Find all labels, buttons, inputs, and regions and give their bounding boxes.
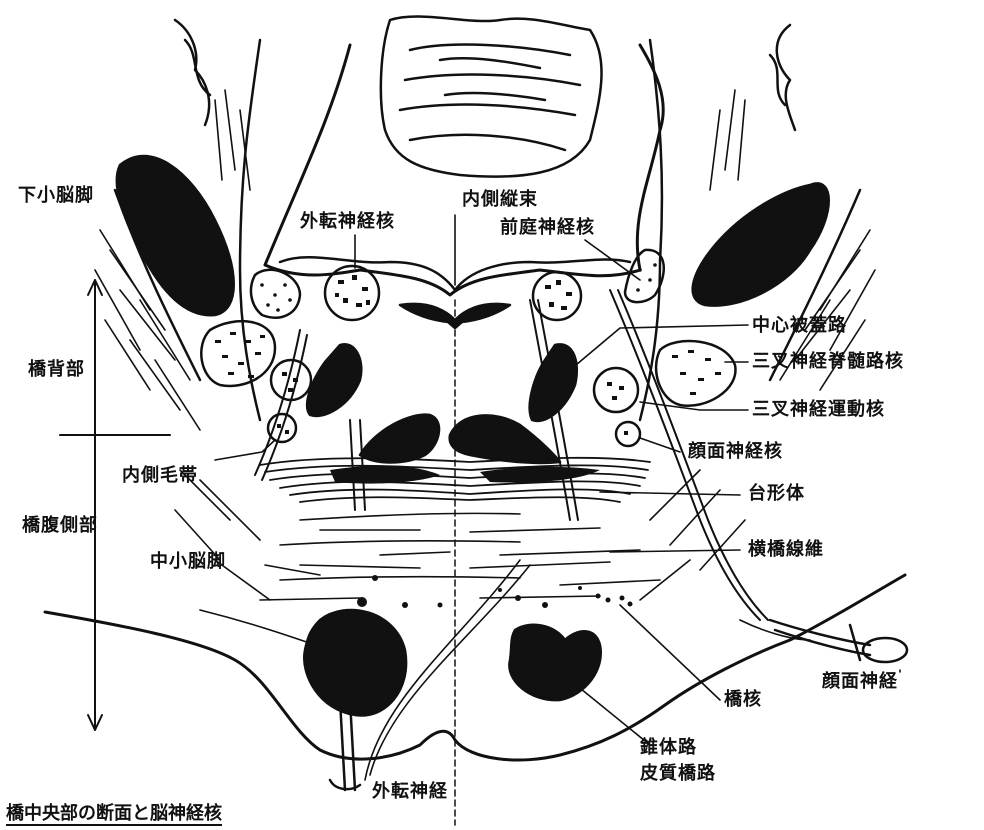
figure-caption: 橋中央部の断面と脳神経核 — [6, 804, 222, 826]
nucleus-texture — [215, 263, 721, 435]
abducens-nucleus-left — [325, 266, 379, 320]
label-abducens-nucleus: 外転神経核 — [300, 212, 395, 232]
spinal-trigeminal-nucleus-left — [201, 321, 275, 386]
label-transverse-pontine-fibers: 横橋線維 — [748, 540, 824, 560]
extent-arrow — [60, 280, 170, 730]
label-vestibular-nucleus: 前庭神経核 — [500, 218, 595, 238]
central-tegmental-tract-left — [307, 344, 361, 416]
label-medial-lemniscus: 内側毛帯 — [122, 466, 198, 486]
label-corticopontine-tract: 皮質橋路 — [640, 764, 716, 784]
medial-lemniscus-right — [450, 415, 560, 463]
pyramidal-tract-right — [509, 625, 600, 700]
transverse-pontine-fibers — [260, 513, 660, 600]
label-pontine-base: 橋腹側部 — [22, 516, 98, 536]
inferior-cerebellar-peduncle-left — [117, 156, 234, 315]
label-trigeminal-motor-nucleus: 三叉神経運動核 — [752, 400, 885, 420]
label-facial-nerve: 顔面神経 — [822, 672, 898, 692]
label-abducens-nerve: 外転神経 — [372, 782, 448, 802]
fiber-hatching — [95, 90, 875, 600]
spinal-trigeminal-nucleus-right — [656, 341, 735, 406]
ventral-contour-inner — [200, 610, 330, 650]
label-pontine-tegmentum: 橋背部 — [28, 360, 85, 380]
cerebellum-folia — [175, 16, 795, 176]
trigeminal-motor-nucleus-right — [594, 368, 638, 412]
label-inferior-cerebellar-peduncle: 下小脳脚 — [18, 186, 94, 206]
label-pontine-nuclei: 橋核 — [724, 690, 762, 710]
label-middle-cerebellar-peduncle: 中小脳脚 — [150, 552, 226, 572]
ventral-surface — [45, 575, 905, 760]
label-medial-longitudinal-fasciculus: 内側縦束 — [462, 190, 538, 210]
label-pyramidal-tract: 錐体路 — [640, 738, 697, 758]
inferior-cerebellar-peduncle-right — [693, 183, 829, 305]
label-facial-nucleus: 顔面神経核 — [688, 442, 783, 462]
label-central-tegmental-tract: 中心被蓋路 — [752, 316, 847, 336]
label-trapezoid-body: 台形体 — [748, 484, 805, 504]
medial-lemniscus-left — [360, 415, 439, 463]
pyramidal-tract-left — [304, 610, 406, 716]
label-spinal-trigeminal-nucleus: 三叉神経脊髄路核 — [752, 352, 904, 372]
